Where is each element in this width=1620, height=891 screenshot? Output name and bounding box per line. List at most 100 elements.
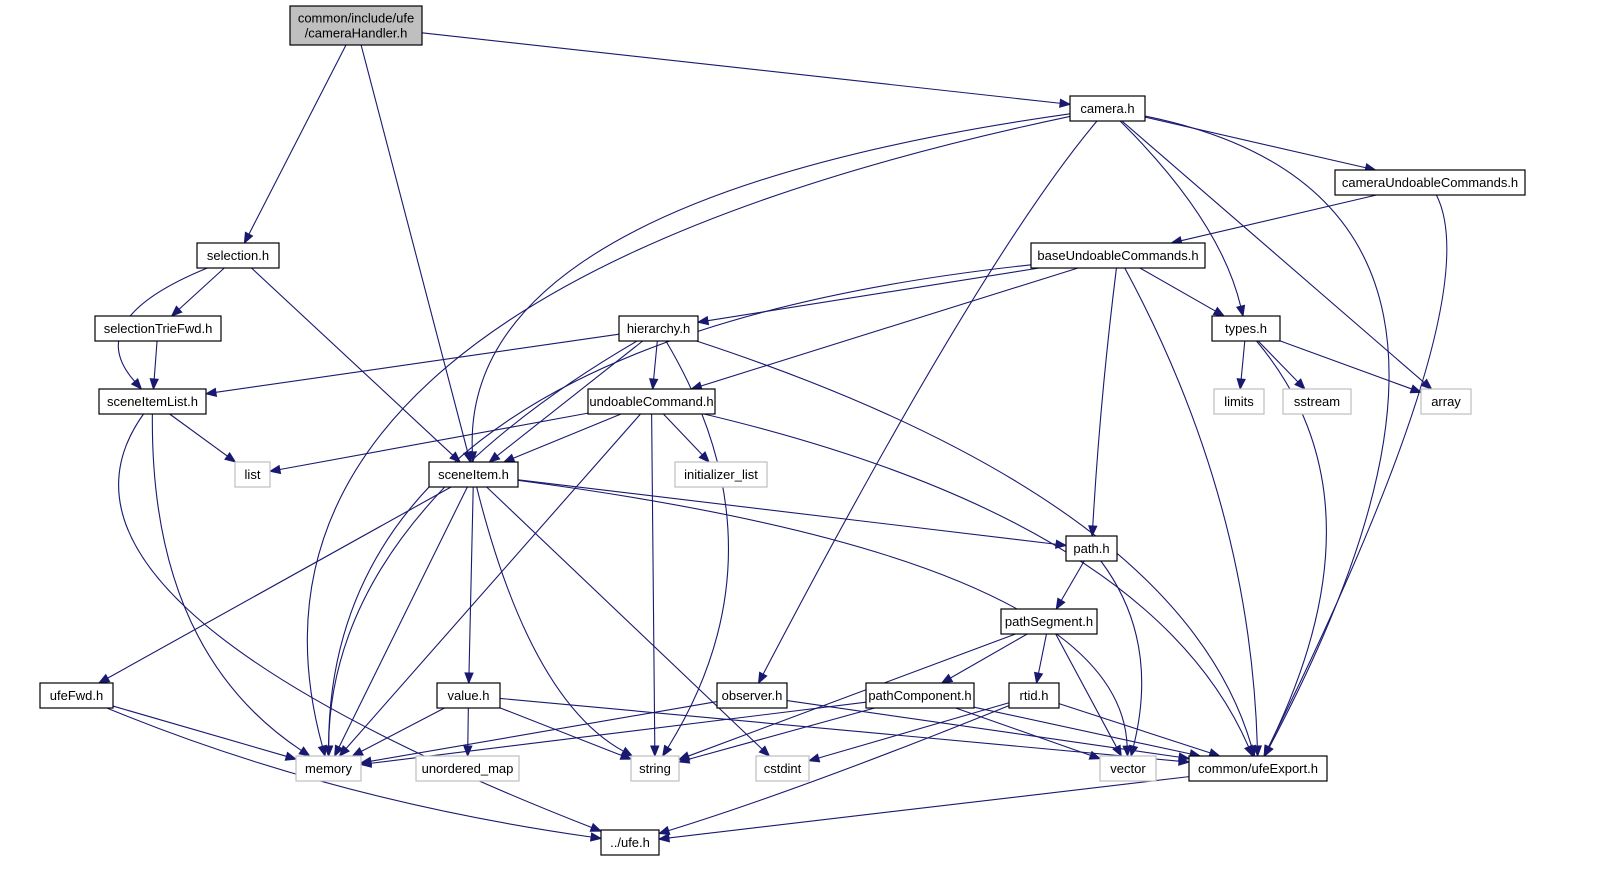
edge-ufeFwd-to-ufe [106, 707, 592, 838]
node-box [1030, 242, 1206, 269]
node-selection[interactable]: selection.h [196, 242, 280, 269]
node-cstdint: cstdint [755, 755, 810, 782]
node-ufe[interactable]: ../ufe.h [600, 829, 660, 856]
edge-types-to-limits [1240, 340, 1246, 380]
node-label: sstream [1294, 394, 1340, 409]
edge-ufeExport-to-ufe [668, 776, 1190, 839]
node-box [1000, 608, 1098, 635]
node-box [1213, 388, 1265, 415]
arrowhead-icon [1055, 539, 1068, 549]
arrowhead-icon [1033, 671, 1044, 685]
arrowhead-icon [648, 378, 659, 391]
node-label: list [245, 467, 261, 482]
arrowhead-icon [1212, 306, 1226, 317]
edge-pathSegment-to-string [688, 633, 1016, 757]
node-label: /cameraHandler.h [305, 26, 408, 41]
edge-types-to-array [1279, 340, 1412, 390]
edge-value-to-ufeExport [499, 697, 1180, 762]
edge-types-to-ufeExport [1256, 340, 1327, 748]
edge-sceneItem-to-string [476, 486, 624, 752]
node-label: cameraUndoableCommands.h [1342, 175, 1518, 190]
node-path[interactable]: path.h [1065, 535, 1118, 562]
node-types[interactable]: types.h [1211, 315, 1281, 342]
edge-sceneItemList-to-list [169, 413, 228, 457]
node-cameraHandler[interactable]: common/include/ufe/cameraHandler.h [289, 5, 423, 46]
node-label: pathSegment.h [1005, 614, 1093, 629]
edge-undoableCommand-to-list [279, 412, 589, 471]
node-baseUndoableCommands[interactable]: baseUndoableCommands.h [1030, 242, 1206, 269]
node-label: sceneItem.h [438, 467, 509, 482]
node-camera[interactable]: camera.h [1069, 95, 1146, 122]
node-cameraUndoableCommands[interactable]: cameraUndoableCommands.h [1334, 169, 1526, 196]
node-box [755, 755, 810, 782]
edge-baseUndoableCommands-to-undoableCommand [700, 267, 1079, 387]
edge-hierarchy-to-sceneItemList [215, 333, 620, 393]
node-hierarchy[interactable]: hierarchy.h [618, 315, 699, 342]
arrowhead-icon [298, 746, 311, 757]
arrowhead-icon [698, 451, 711, 463]
arrowhead-icon [662, 744, 673, 758]
node-label: vector [1110, 761, 1146, 776]
node-box [1282, 388, 1352, 415]
node-label: unordered_map [422, 761, 514, 776]
arrowhead-icon [1059, 98, 1072, 108]
node-box [94, 315, 222, 342]
edge-camera-to-array [1121, 120, 1425, 383]
node-box [1188, 755, 1328, 782]
arrowhead-icon [284, 751, 298, 761]
node-value[interactable]: value.h [436, 682, 501, 709]
arrowhead-icon [1263, 744, 1274, 758]
edge-pathComponent-to-memory [370, 701, 867, 764]
node-label: path.h [1073, 541, 1109, 556]
edge-baseUndoableCommands-to-hierarchy [707, 267, 1040, 322]
edge-path-to-vector [1100, 560, 1143, 747]
edge-sceneItem-to-vector [517, 479, 1128, 747]
arrowhead-icon [1235, 304, 1246, 318]
edge-selection-to-sceneItem [251, 267, 454, 456]
edge-camera-to-sceneItem [471, 113, 1071, 453]
node-label: value.h [448, 688, 490, 703]
arrowhead-icon [1055, 597, 1066, 611]
node-ufeFwd[interactable]: ufeFwd.h [39, 682, 114, 709]
edge-camera-to-memory [306, 115, 1071, 747]
arrowhead-icon [1088, 750, 1102, 760]
node-observer[interactable]: observer.h [716, 682, 788, 709]
arrowhead-icon [97, 673, 111, 684]
edge-rtid-to-ufe [668, 705, 1010, 832]
edge-camera-to-types [1119, 120, 1242, 307]
edges-layer [97, 32, 1448, 843]
arrowhead-icon [204, 387, 218, 397]
arrowhead-icon [1236, 378, 1246, 391]
edge-hierarchy-to-undoableCommand [653, 340, 658, 380]
edge-undoableCommand-to-memory [345, 413, 641, 749]
node-box [587, 388, 716, 415]
node-string: string [630, 755, 680, 782]
node-sceneItemList[interactable]: sceneItemList.h [98, 388, 207, 415]
node-box [716, 682, 788, 709]
node-pathSegment[interactable]: pathSegment.h [1000, 608, 1098, 635]
edge-pathSegment-to-pathComponent [950, 633, 1028, 679]
node-ufeExport[interactable]: common/ufeExport.h [1188, 755, 1328, 782]
node-box [295, 755, 362, 782]
edge-value-to-unordered_map [467, 707, 469, 747]
node-label: limits [1224, 394, 1254, 409]
node-pathComponent[interactable]: pathComponent.h [865, 682, 975, 709]
node-rtid[interactable]: rtid.h [1008, 682, 1060, 709]
edge-sceneItemList-to-memory [151, 413, 302, 751]
edge-undoableCommand-to-ufeExport [703, 413, 1250, 748]
edge-rtid-to-cstdint [818, 702, 1010, 759]
arrowhead-icon [758, 745, 771, 757]
arrowhead-icon [323, 745, 334, 758]
node-selectionTrieFwd[interactable]: selectionTrieFwd.h [94, 315, 222, 342]
arrowhead-icon [1122, 745, 1132, 758]
edge-pathComponent-to-ufeExport [973, 706, 1191, 755]
node-box [865, 682, 975, 709]
edge-baseUndoableCommands-to-types [1139, 267, 1216, 312]
node-label: pathComponent.h [868, 688, 971, 703]
edge-sceneItem-to-cstdint [486, 486, 763, 750]
node-box [39, 682, 114, 709]
node-sceneItem[interactable]: sceneItem.h [428, 461, 519, 488]
node-undoableCommand[interactable]: undoableCommand.h [587, 388, 716, 415]
node-label: sceneItemList.h [107, 394, 198, 409]
node-label: initializer_list [684, 467, 758, 482]
